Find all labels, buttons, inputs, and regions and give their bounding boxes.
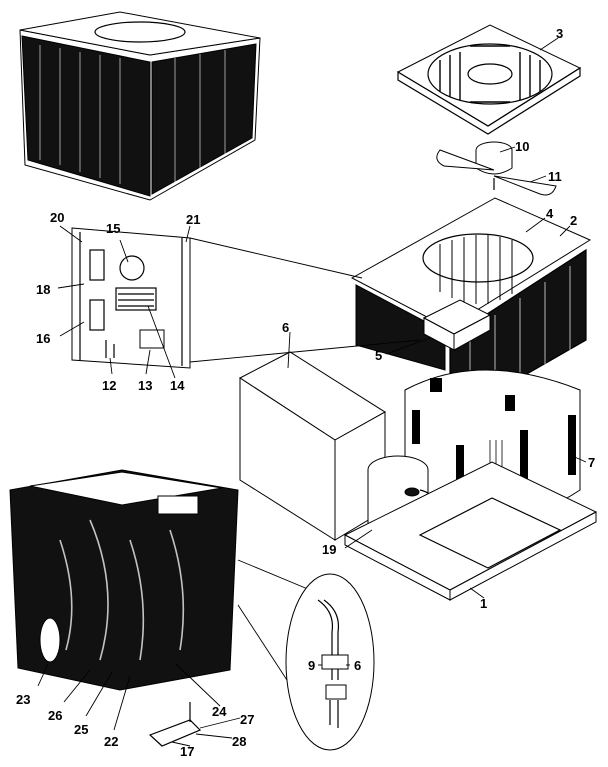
small-parts-icon [148, 702, 202, 747]
callout-26: 26 [48, 708, 62, 723]
callout-15: 15 [106, 221, 120, 236]
callout-14: 14 [170, 378, 185, 393]
callout-19: 19 [322, 542, 336, 557]
callout-12: 12 [102, 378, 116, 393]
callout-9: 9 [308, 658, 315, 673]
callout-numbers: 1 2 3 4 5 6 6 7 9 10 11 12 13 14 15 16 1… [16, 26, 595, 759]
callout-13: 13 [138, 378, 152, 393]
valve-detail-icon [285, 573, 375, 751]
callout-1: 1 [480, 596, 487, 611]
callout-25: 25 [74, 722, 88, 737]
callout-27: 27 [240, 712, 254, 727]
callout-20: 20 [50, 210, 64, 225]
base-pan-icon [343, 461, 598, 601]
callout-22: 22 [104, 734, 118, 749]
fan-grille-icon [396, 24, 582, 135]
interior-cutaway-icon [9, 469, 316, 701]
control-box-icon [422, 299, 492, 351]
callout-6: 6 [282, 320, 289, 335]
callout-21: 21 [186, 212, 200, 227]
service-panel-icon [239, 351, 386, 541]
callout-17: 17 [180, 744, 194, 759]
control-box-detail [71, 227, 421, 369]
fan-motor-icon [475, 141, 513, 190]
callout-7: 7 [588, 455, 595, 470]
callout-4: 4 [546, 206, 554, 221]
fan-blade-icon [436, 149, 557, 196]
callout-6b: 6 [354, 658, 361, 673]
callout-23: 23 [16, 692, 30, 707]
callout-5: 5 [375, 348, 382, 363]
callout-3: 3 [556, 26, 563, 41]
callout-28: 28 [232, 734, 246, 749]
leader-lines [37, 37, 587, 747]
callout-16: 16 [36, 331, 50, 346]
callout-10: 10 [515, 139, 529, 154]
callout-11: 11 [548, 169, 562, 184]
callout-2: 2 [570, 213, 577, 228]
callout-18: 18 [36, 282, 50, 297]
assembled-unit-illustration [19, 11, 261, 201]
callout-24: 24 [212, 704, 227, 719]
